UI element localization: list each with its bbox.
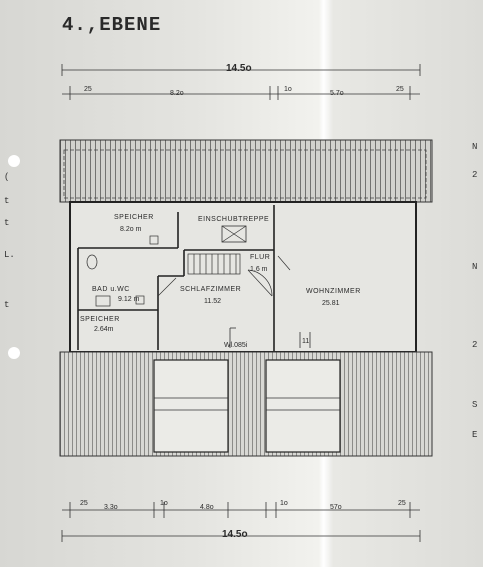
room-area-flur: 1.6 m — [250, 266, 268, 273]
staircase — [187, 253, 241, 275]
roof-area-top — [59, 139, 433, 203]
room-area-schlafzimmer: 11.52 — [204, 298, 221, 305]
margin-mark: S — [472, 400, 478, 410]
room-label-speicher-top: SPEICHER — [114, 214, 154, 221]
interior-walls — [77, 205, 275, 352]
bathroom-fixtures — [86, 235, 159, 307]
bottom-dim-segment: 4.8o — [200, 504, 214, 511]
room-area-bad: 9.12 m — [118, 296, 140, 303]
binder-hole-icon — [8, 155, 20, 167]
top-dim-segment: 25 — [396, 86, 404, 93]
dormers — [153, 359, 341, 453]
window-note: Wl.085i — [224, 342, 248, 349]
margin-mark: N — [472, 262, 478, 272]
room-label-wohnzimmer: WOHNZIMMER — [306, 288, 361, 295]
room-area-wohnzimmer: 25.81 — [322, 300, 340, 307]
bottom-dim-segment: 57o — [330, 504, 342, 511]
room-area-speicher-bottom: 2.64m — [94, 326, 114, 333]
bottom-dim-segment: 25 — [398, 500, 406, 507]
top-total-dimension: 14.5o — [226, 63, 252, 74]
room-area-speicher-top: 8.2o m — [120, 226, 142, 233]
room-label-einschubtreppe: EINSCHUBTREPPE — [198, 216, 270, 223]
door-swings — [157, 255, 291, 297]
outer-walls — [69, 201, 417, 353]
top-dim-segment: 25 — [84, 86, 92, 93]
attic-hatch — [221, 225, 247, 243]
room-label-schlafzimmer: SCHLAFZIMMER — [180, 286, 242, 293]
margin-mark: ( — [4, 172, 10, 182]
margin-mark: 2 — [472, 340, 478, 350]
bottom-dimension-line — [61, 502, 421, 542]
small-label: 11 — [302, 338, 310, 345]
window-markers — [229, 327, 311, 348]
top-dimension-line — [61, 64, 421, 100]
bottom-dim-segment: 3.3o — [104, 504, 118, 511]
margin-mark: t — [4, 218, 10, 228]
room-label-speicher-bottom: SPEICHER — [80, 316, 120, 323]
bottom-dim-segment: 25 — [80, 500, 88, 507]
room-label-flur: FLUR — [250, 254, 271, 261]
margin-mark: N — [472, 142, 478, 152]
room-label-bad: BAD u.WC — [92, 286, 130, 293]
margin-mark: t — [4, 196, 10, 206]
roof-area-bottom — [59, 351, 433, 457]
margin-mark: 2 — [472, 170, 478, 180]
plan-title: 4.,EBENE — [62, 14, 162, 36]
top-dim-segment: 8.2o — [170, 90, 184, 97]
bottom-dim-segment: 1o — [280, 500, 288, 507]
bottom-dim-segment: 1o — [160, 500, 168, 507]
binder-hole-icon — [8, 347, 20, 359]
bottom-total-dimension: 14.5o — [222, 529, 248, 540]
margin-mark: L. — [4, 250, 15, 260]
margin-mark: t — [4, 300, 10, 310]
margin-mark: E — [472, 430, 478, 440]
top-dim-segment: 5.7o — [330, 90, 344, 97]
top-dim-segment: 1o — [284, 86, 292, 93]
